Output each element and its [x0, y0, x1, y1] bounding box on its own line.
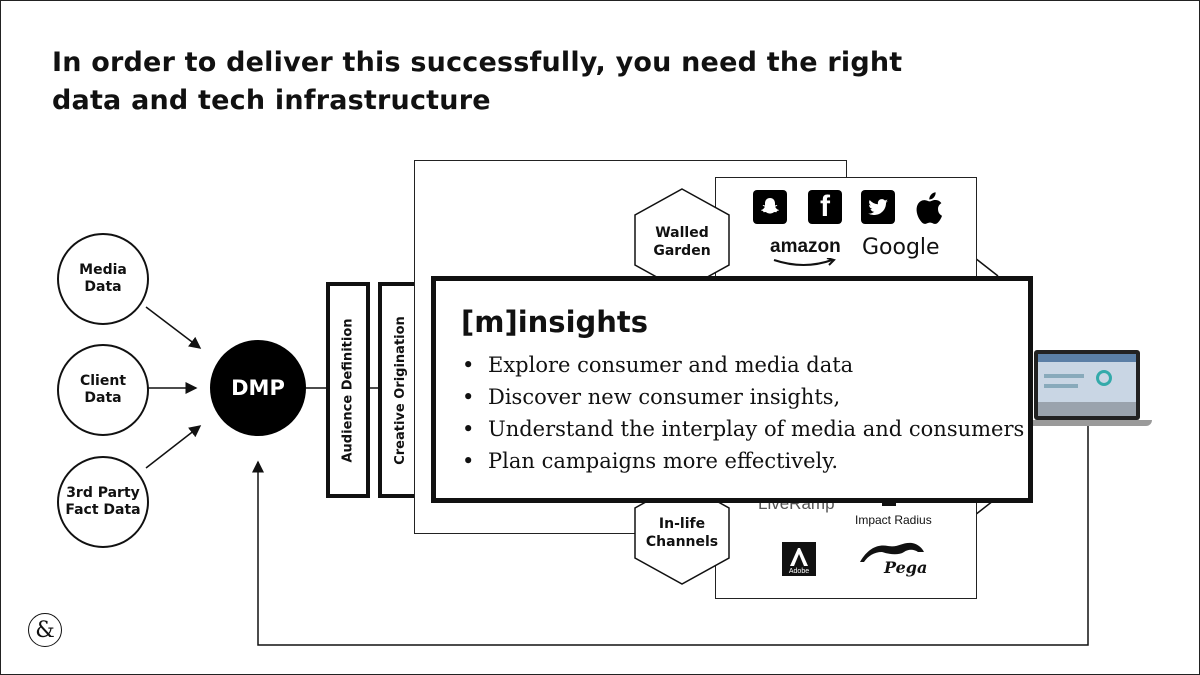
insights-bullet-list: Explore consumer and media data Discover…: [462, 349, 1024, 477]
insights-bullet: Understand the interplay of media and co…: [462, 413, 1024, 445]
insights-panel: [m]insights Explore consumer and media d…: [431, 276, 1033, 503]
source-3rd-party-fact-data: 3rd Party Fact Data: [57, 456, 149, 548]
laptop-image: [1034, 350, 1140, 420]
in-life-channels-hexagon: [634, 481, 730, 585]
pega-logo: Pega: [884, 558, 928, 577]
insights-bullet: Plan campaigns more effectively.: [462, 445, 1024, 477]
insights-bullet: Discover new consumer insights,: [462, 381, 1024, 413]
stage-audience-definition: Audience Definition: [326, 282, 370, 498]
twitter-icon: [861, 190, 895, 224]
dmp-label: DMP: [231, 376, 285, 400]
in-life-channels-label: In-life Channels: [645, 516, 719, 550]
arrow-3rdparty-to-dmp: [145, 425, 202, 469]
feedback-loop-line: [252, 426, 1089, 646]
pega-horse-icon: [860, 542, 924, 562]
logo-glyph: &: [35, 617, 55, 643]
stage-label: Creative Origination: [392, 315, 408, 465]
insights-bullet: Explore consumer and media data: [462, 349, 1024, 381]
impact-radius-logo: Impact Radius: [855, 513, 932, 527]
arrow-media-to-dmp: [145, 306, 202, 349]
apple-icon: [912, 190, 944, 226]
source-client-data: Client Data: [57, 344, 149, 436]
amazon-logo: amazon: [770, 236, 841, 257]
source-media-data: Media Data: [57, 233, 149, 325]
insights-title: [m]insights: [461, 305, 649, 339]
stage-label: Audience Definition: [340, 317, 356, 463]
laptop-base: [1018, 420, 1152, 426]
dmp-hub: DMP: [210, 340, 306, 436]
laptop-screen: [1038, 354, 1136, 416]
diag-line-top: [974, 257, 999, 277]
walled-garden-label: Walled Garden: [653, 225, 711, 259]
company-logo: &: [28, 613, 62, 647]
snapchat-icon: [753, 190, 787, 224]
adobe-icon: Adobe: [782, 542, 816, 576]
slide-title: In order to deliver this successfully, y…: [52, 47, 903, 116]
adobe-label: Adobe: [788, 568, 810, 575]
google-logo: Google: [862, 235, 940, 260]
amazon-smile-icon: [773, 258, 836, 266]
facebook-icon: f: [808, 190, 842, 224]
